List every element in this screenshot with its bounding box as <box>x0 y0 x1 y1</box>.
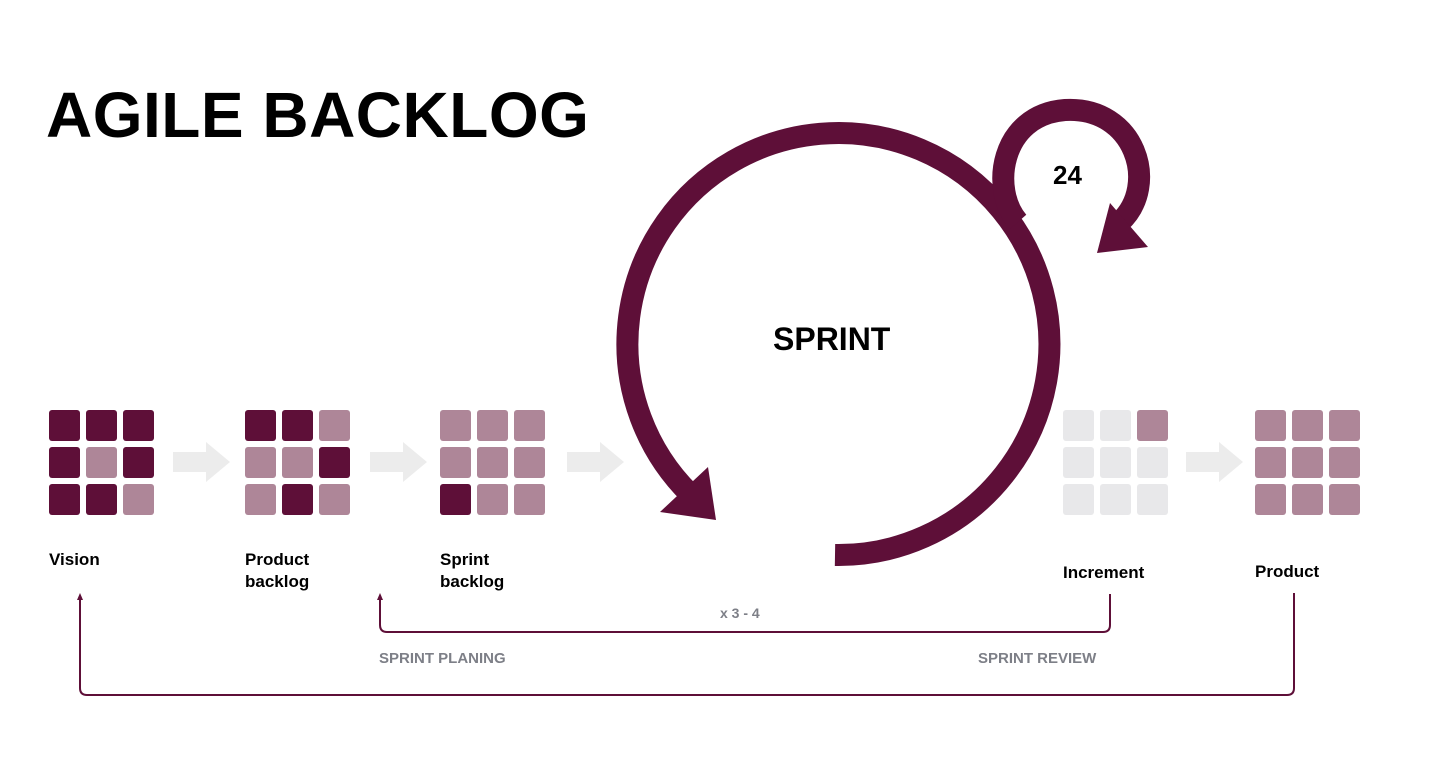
backlog-item-cell <box>282 410 313 441</box>
stage-grid-sprint-backlog <box>440 410 545 515</box>
backlog-item-cell <box>477 484 508 515</box>
backlog-item-cell <box>245 484 276 515</box>
stage-label-increment: Increment <box>1063 563 1145 582</box>
backlog-item-cell <box>514 484 545 515</box>
backlog-item-cell <box>123 447 154 478</box>
stage-label-vision: Vision <box>49 550 100 569</box>
stage-grid-product-backlog <box>245 410 350 515</box>
backlog-item-cell <box>1137 447 1168 478</box>
flow-arrow-3 <box>567 442 624 482</box>
backlog-item-cell <box>477 410 508 441</box>
flow-arrow-1 <box>173 442 230 482</box>
backlog-item-cell <box>49 484 80 515</box>
page-title: AGILE BACKLOG <box>46 79 590 151</box>
backlog-item-cell <box>86 447 117 478</box>
daily-loop-arrow <box>992 98 1151 231</box>
sprint-label: SPRINT <box>773 321 891 357</box>
backlog-item-cell <box>86 484 117 515</box>
daily-loop-arrowhead <box>1097 203 1148 253</box>
backlog-item-cell <box>1329 410 1360 441</box>
backlog-item-cell <box>86 410 117 441</box>
backlog-item-cell <box>319 447 350 478</box>
backlog-item-cell <box>49 410 80 441</box>
backlog-item-cell <box>440 447 471 478</box>
product-feedback-line <box>79 593 1295 696</box>
backlog-item-cell <box>282 447 313 478</box>
daily-label: 24 <box>1053 160 1082 190</box>
sprint-review-label: SPRINT REVIEW <box>978 650 1097 667</box>
backlog-item-cell <box>1063 484 1094 515</box>
backlog-item-cell <box>514 410 545 441</box>
stage-grid-vision <box>49 410 154 515</box>
product-feedback-arrowhead <box>77 593 83 600</box>
backlog-item-cell <box>514 447 545 478</box>
backlog-item-cell <box>319 484 350 515</box>
stage-grid-increment <box>1063 410 1168 515</box>
backlog-item-cell <box>1329 484 1360 515</box>
backlog-item-cell <box>1292 484 1323 515</box>
backlog-item-cell <box>440 484 471 515</box>
backlog-item-cell <box>1063 447 1094 478</box>
sprint-planning-label: SPRINT PLANING <box>379 650 506 667</box>
backlog-item-cell <box>1292 447 1323 478</box>
sprint-cycle-arrowhead <box>660 467 716 520</box>
stage-label-sprint-backlog: Sprint backlog <box>440 550 505 591</box>
backlog-item-cell <box>49 447 80 478</box>
backlog-item-cell <box>1255 484 1286 515</box>
backlog-item-cell <box>1100 484 1131 515</box>
stage-grid-product <box>1255 410 1360 515</box>
flow-arrow-2 <box>370 442 427 482</box>
backlog-item-cell <box>245 410 276 441</box>
sprint-feedback-line <box>379 594 1111 633</box>
backlog-item-cell <box>477 447 508 478</box>
backlog-item-cell <box>245 447 276 478</box>
backlog-item-cell <box>319 410 350 441</box>
backlog-item-cell <box>1255 447 1286 478</box>
repeat-label: x 3 - 4 <box>720 605 760 621</box>
stage-label-product: Product <box>1255 562 1320 581</box>
backlog-item-cell <box>1292 410 1323 441</box>
backlog-item-cell <box>1137 410 1168 441</box>
backlog-item-cell <box>123 410 154 441</box>
backlog-item-cell <box>282 484 313 515</box>
backlog-item-cell <box>1100 410 1131 441</box>
backlog-item-cell <box>1329 447 1360 478</box>
backlog-item-cell <box>123 484 154 515</box>
backlog-item-cell <box>1255 410 1286 441</box>
backlog-item-cell <box>1100 447 1131 478</box>
sprint-feedback-arrowhead <box>377 593 383 600</box>
backlog-item-cell <box>1137 484 1168 515</box>
backlog-item-cell <box>1063 410 1094 441</box>
backlog-item-cell <box>440 410 471 441</box>
flow-arrow-4 <box>1186 442 1243 482</box>
stage-label-product-backlog: Product backlog <box>245 550 310 591</box>
sprint-cycle-arrow <box>616 122 1061 567</box>
